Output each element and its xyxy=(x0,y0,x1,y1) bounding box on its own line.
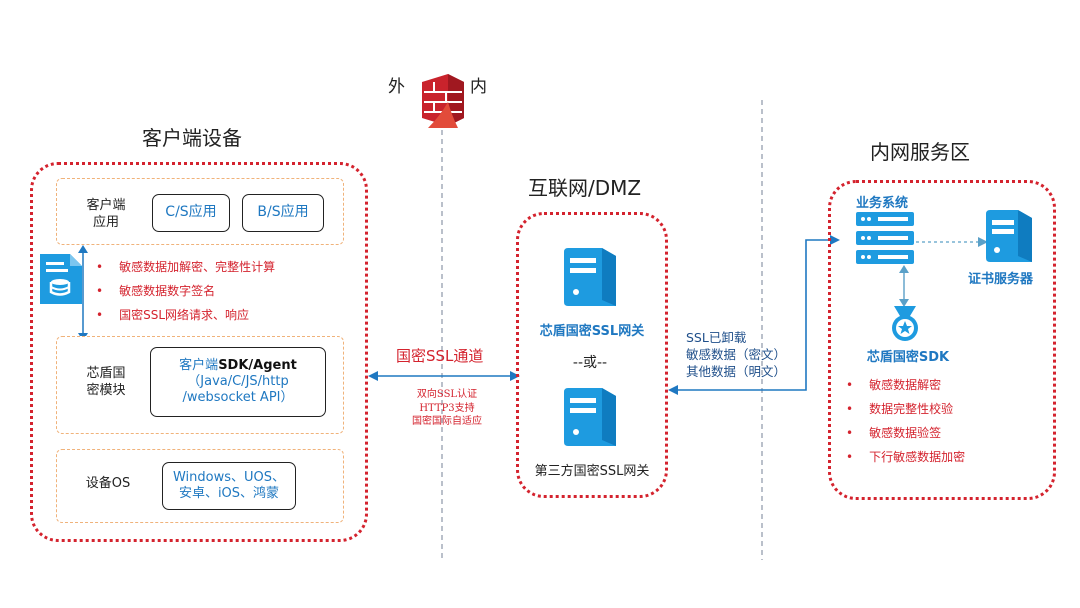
bs-app-pill: B/S应用 xyxy=(242,194,324,232)
client-device-box xyxy=(30,162,368,542)
gateway-2-label: 第三方国密SSL网关 xyxy=(534,464,650,479)
link-notes: SSL已卸载 敏感数据（密文） 其他数据（明文） xyxy=(686,330,786,381)
biz-server-rack-icon xyxy=(856,212,914,264)
or-separator: --或-- xyxy=(572,355,608,371)
intranet-box xyxy=(828,180,1056,500)
biz-system-label: 业务系统 xyxy=(856,196,909,211)
client-title: 客户端设备 xyxy=(142,126,242,150)
firewall-inside-label: 内 xyxy=(470,77,487,97)
intranet-feature-1: 敏感数据解密 xyxy=(846,376,941,393)
client-feature-3: 国密SSL网络请求、响应 xyxy=(96,306,249,323)
sdk-detail: （Java/C/JS/http /websocket API） xyxy=(182,373,294,406)
channel-notes: 双向SSL认证 HTTP3支持 国密国际自适应 xyxy=(400,388,494,429)
gateway-2-server-icon xyxy=(564,388,616,446)
sdk-badge-icon xyxy=(892,306,918,341)
intranet-feature-4: 下行敏感数据加密 xyxy=(846,448,965,465)
channel-note-3: 国密国际自适应 xyxy=(412,416,482,427)
crypto-module-label: 芯盾国 密模块 xyxy=(86,366,126,398)
device-os-box xyxy=(56,449,344,523)
link-note-2: 敏感数据（密文） xyxy=(686,346,787,362)
intranet-link-arrow xyxy=(668,235,840,395)
client-app-label: 客户端 应用 xyxy=(86,198,126,230)
intranet-sdk-label: 芯盾国密SDK xyxy=(866,350,950,365)
biz-sdk-vertical-arrow xyxy=(899,265,909,307)
gateway-1-server-icon xyxy=(564,248,616,306)
dmz-title: 互联网/DMZ xyxy=(528,176,642,200)
cert-server-label: 证书服务器 xyxy=(968,272,1034,287)
sdk-bold: SDK/Agent xyxy=(218,357,297,373)
intranet-feature-3: 敏感数据验签 xyxy=(846,424,941,441)
channel-note-1: 双向SSL认证 xyxy=(416,389,478,400)
firewall-icon xyxy=(422,74,464,128)
dmz-box xyxy=(516,212,668,498)
intranet-feature-2: 数据完整性校验 xyxy=(846,400,953,417)
client-feature-1: 敏感数据加解密、完整性计算 xyxy=(96,258,275,275)
channel-arrow xyxy=(368,371,520,381)
intranet-title: 内网服务区 xyxy=(870,140,970,164)
firewall-outside-label: 外 xyxy=(388,77,405,97)
gateway-1-label: 芯盾国密SSL网关 xyxy=(539,324,645,339)
client-sdk-pill: 客户端SDK/Agent （Java/C/JS/http /websocket … xyxy=(150,347,326,417)
link-note-1: SSL已卸载 xyxy=(686,330,747,345)
sdk-prefix: 客户端 xyxy=(179,357,219,373)
client-feature-2: 敏感数据数字签名 xyxy=(96,282,215,299)
channel-note-2: HTTP3支持 xyxy=(419,402,475,414)
data-file-icon xyxy=(40,254,82,304)
cert-server-icon xyxy=(986,210,1032,262)
device-os-label: 设备OS xyxy=(85,476,131,491)
cs-app-pill: C/S应用 xyxy=(152,194,230,232)
os-value-pill: Windows、UOS、 安卓、iOS、鸿蒙 xyxy=(162,462,296,510)
channel-label: 国密SSL通道 xyxy=(396,347,484,365)
link-note-3: 其他数据（明文） xyxy=(686,363,787,379)
biz-to-cert-arrow xyxy=(916,237,988,247)
